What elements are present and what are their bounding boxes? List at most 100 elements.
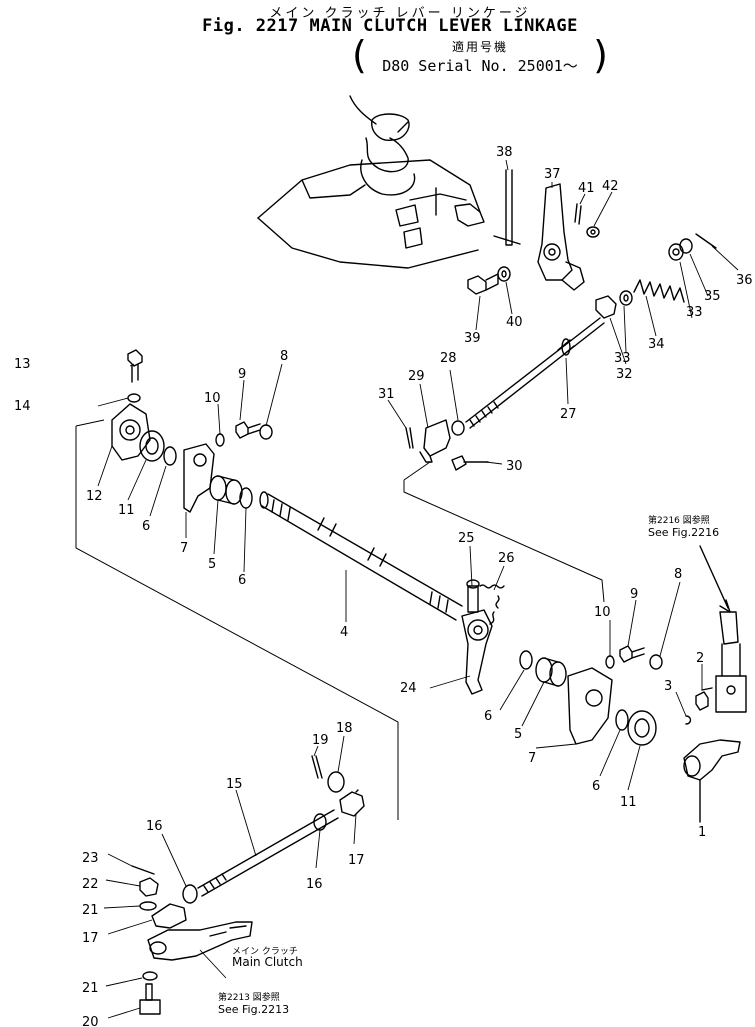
callout-13: 13 — [14, 357, 31, 372]
ref-fig2213-jp: 第2213 図参照 — [218, 991, 280, 1003]
callout-28: 28 — [440, 351, 457, 366]
callout-21a: 21 — [82, 903, 99, 918]
clevis-17a — [151, 903, 187, 929]
seal-11b — [627, 710, 657, 746]
assembly-outline — [75, 419, 605, 820]
callout-25: 25 — [458, 531, 475, 546]
washer-21b — [142, 971, 158, 981]
callout-17b: 17 — [348, 853, 365, 868]
bracket-7a — [183, 443, 215, 513]
callout-11a: 11 — [118, 503, 135, 518]
callout-23: 23 — [82, 851, 99, 866]
rod-15 — [197, 809, 339, 897]
ref-fig2213-en: See Fig.2213 — [218, 1003, 289, 1016]
cotter-pin-3 — [685, 715, 692, 725]
applicability-jp: 適用号機 — [451, 40, 508, 54]
callout-5b: 5 — [514, 727, 522, 742]
callout-8b: 8 — [674, 567, 682, 582]
callout-9a: 9 — [238, 367, 246, 382]
callout-11b: 11 — [620, 795, 637, 810]
leader-lines — [97, 159, 739, 1019]
nut-18 — [327, 771, 345, 793]
bolt-39 — [467, 273, 499, 295]
main-clutch-lever — [147, 921, 253, 961]
nut-16a — [182, 884, 198, 904]
washer-41 — [586, 226, 600, 238]
bolt-9b — [619, 645, 645, 663]
cotter-pin-23 — [131, 865, 155, 875]
chain-26 — [479, 584, 505, 625]
bolt-2 — [695, 687, 713, 711]
callout-30: 30 — [506, 459, 523, 474]
pin-30 — [451, 455, 489, 471]
callout-10b: 10 — [594, 605, 611, 620]
lever-24 — [461, 609, 493, 695]
callout-18: 18 — [336, 721, 353, 736]
washer-10a — [215, 433, 225, 447]
callout-4: 4 — [340, 625, 348, 640]
lever-37 — [537, 183, 585, 291]
callout-5a: 5 — [208, 557, 216, 572]
nut-8b — [649, 654, 663, 670]
callout-16a: 16 — [146, 819, 163, 834]
bolt-9a — [235, 421, 261, 439]
callout-31: 31 — [378, 387, 395, 402]
nut-28 — [451, 420, 465, 436]
callout-33a: 33 — [614, 351, 631, 366]
lever-1 — [683, 739, 741, 823]
bolt-13 — [127, 349, 143, 383]
bushing-5a — [209, 475, 243, 505]
callout-41: 41 — [578, 181, 595, 196]
cotter-pin-36 — [695, 233, 717, 249]
callout-21b: 21 — [82, 981, 99, 996]
nut-35 — [679, 238, 693, 254]
washer-40 — [497, 266, 511, 282]
callout-26: 26 — [498, 551, 515, 566]
washer-21a — [139, 901, 157, 911]
callout-37: 37 — [544, 167, 561, 182]
clevis-17b — [339, 789, 365, 817]
callout-33b: 33 — [686, 305, 703, 320]
ref-fig2216-en: See Fig.2216 — [648, 526, 719, 539]
callout-34: 34 — [648, 337, 665, 352]
callout-40: 40 — [506, 315, 523, 330]
callout-20: 20 — [82, 1015, 99, 1027]
callout-32: 32 — [616, 367, 633, 382]
applicability-serial: D80 Serial No. 25001～ — [382, 57, 578, 75]
callout-24: 24 — [400, 681, 417, 696]
washer-10b — [605, 655, 615, 669]
callout-17a: 17 — [82, 931, 99, 946]
callout-42: 42 — [602, 179, 619, 194]
clevis-29 — [419, 419, 451, 463]
ring-6a — [163, 446, 177, 466]
callout-19: 19 — [312, 733, 329, 748]
callout-10a: 10 — [204, 391, 221, 406]
open-paren: ( — [352, 33, 367, 77]
callout-29: 29 — [408, 369, 425, 384]
bushing-5b — [535, 657, 567, 687]
callout-6a: 6 — [142, 519, 150, 534]
spring-34 — [633, 279, 685, 303]
callout-7b: 7 — [528, 751, 536, 766]
pin-25 — [466, 579, 480, 613]
callout-7a: 7 — [180, 541, 188, 556]
callout-27: 27 — [560, 407, 577, 422]
ref-fig2216-jp: 第2216 図参照 — [648, 514, 710, 526]
callout-2: 2 — [696, 651, 704, 666]
callout-14: 14 — [14, 399, 31, 414]
washer-33b — [668, 243, 684, 261]
callout-6c: 6 — [484, 709, 492, 724]
link-fig2216 — [699, 545, 747, 713]
callout-6d: 6 — [592, 779, 600, 794]
bolt-20 — [139, 983, 161, 1015]
callout-6b: 6 — [238, 573, 246, 588]
rod-27 — [465, 317, 605, 429]
nut-22 — [139, 877, 159, 897]
main-clutch-jp: メイン クラッチ — [232, 946, 298, 957]
ring-6b — [239, 487, 253, 509]
cotter-pin-42 — [574, 203, 582, 225]
cotter-pin-31 — [405, 427, 414, 449]
pin-38 — [493, 169, 521, 246]
ring-6c — [519, 650, 533, 670]
